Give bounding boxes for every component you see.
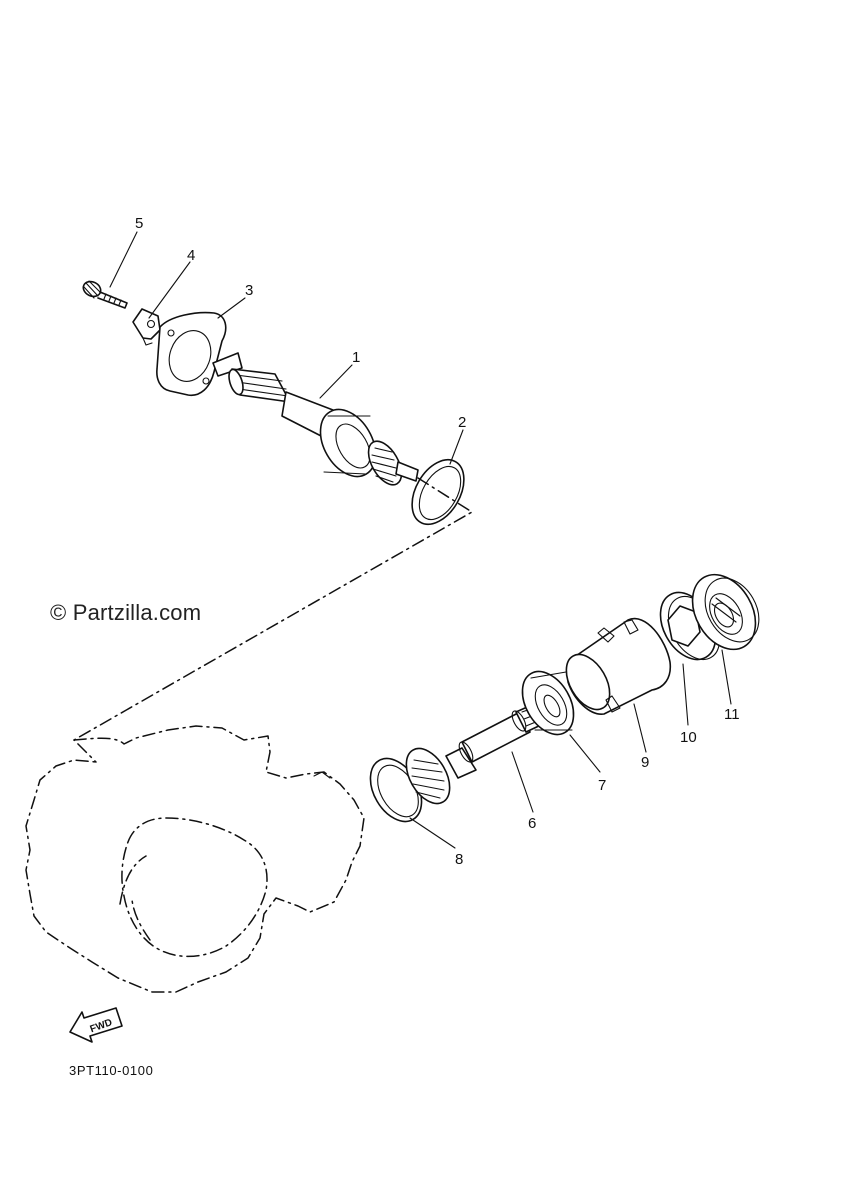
callout-3: 3 bbox=[245, 282, 253, 299]
engine-case-outline bbox=[25, 725, 365, 993]
callout-6: 6 bbox=[528, 815, 536, 832]
assembly-dash-line bbox=[73, 477, 473, 763]
callout-7: 7 bbox=[598, 777, 606, 794]
shaft-assembly-part-1[interactable] bbox=[212, 352, 419, 490]
shim-ring-part-2[interactable] bbox=[401, 451, 474, 534]
callout-8: 8 bbox=[455, 851, 463, 868]
callout-10: 10 bbox=[680, 729, 697, 746]
bearing-nut-part-11[interactable] bbox=[680, 563, 770, 660]
lower-leader-lines bbox=[409, 649, 732, 849]
drawing-code: 3PT110-0100 bbox=[69, 1063, 154, 1078]
callout-5: 5 bbox=[135, 215, 143, 232]
fwd-arrow-icon: FWD bbox=[69, 1007, 123, 1043]
callout-4: 4 bbox=[187, 247, 195, 264]
partzilla-watermark: © Partzilla.com bbox=[50, 600, 202, 625]
callout-9: 9 bbox=[641, 754, 649, 771]
collar-part-9[interactable] bbox=[557, 617, 672, 717]
bearing-part-7[interactable] bbox=[512, 663, 584, 744]
lock-plate-part-4[interactable] bbox=[132, 308, 161, 346]
callout-11: 11 bbox=[724, 706, 740, 723]
callout-2: 2 bbox=[458, 414, 466, 431]
bolt-part-5[interactable] bbox=[81, 279, 128, 309]
bracket-plate-part-3[interactable] bbox=[156, 311, 227, 397]
callout-1: 1 bbox=[352, 349, 360, 366]
upper-leader-lines bbox=[109, 231, 464, 465]
